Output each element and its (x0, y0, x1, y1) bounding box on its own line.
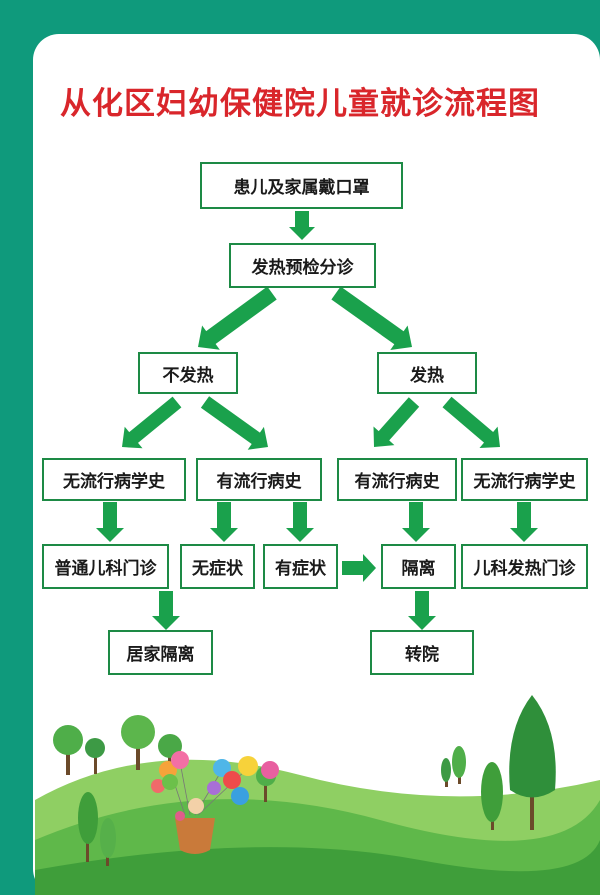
node-isolation: 隔离 (381, 544, 456, 589)
tree-icon (481, 762, 503, 830)
balloon-basket-icon (175, 798, 215, 854)
node-transfer: 转院 (370, 630, 474, 675)
tree-icon (78, 792, 98, 862)
arrow-nofever-nohistory (122, 396, 182, 449)
node-no-symptom: 无症状 (180, 544, 255, 589)
arrow-symptom-isolation (342, 554, 376, 582)
arrow-fhashistory-isolation (402, 502, 430, 542)
node-has-symptom: 有症状 (263, 544, 338, 589)
tree-icon (53, 725, 83, 775)
arrow-hashistory-hassymptom (286, 502, 314, 542)
node-fever-clinic: 儿科发热门诊 (461, 544, 588, 589)
node-nf-no-history: 无流行病学史 (42, 458, 186, 501)
arrow-isolation-transfer (408, 591, 436, 630)
tree-icon (509, 695, 556, 830)
node-f-has-history: 有流行病史 (337, 458, 457, 501)
tree-icon (85, 738, 105, 774)
arrow-hashistory-nosymptom (210, 502, 238, 542)
arrow-mask-triage (289, 211, 315, 240)
tree-icon (121, 715, 155, 770)
node-f-no-history: 无流行病学史 (461, 458, 588, 501)
node-triage: 发热预检分诊 (229, 243, 376, 288)
arrow-fever-nohistory (442, 396, 500, 448)
node-mask: 患儿及家属戴口罩 (200, 162, 403, 209)
arrow-triage-nofever (198, 286, 277, 350)
tree-icon (441, 758, 451, 787)
arrow-fnohistory-feverclinic (510, 502, 538, 542)
node-no-fever: 不发热 (138, 352, 238, 394)
tree-icon (452, 746, 466, 784)
node-fever: 发热 (377, 352, 477, 394)
arrow-triage-fever (331, 286, 412, 350)
arrow-nohistory-general (96, 502, 124, 542)
arrow-nofever-hashistory (200, 396, 268, 450)
front-hill (35, 840, 600, 895)
arrow-general-homeisolation (152, 591, 180, 630)
arrow-fever-hashistory (373, 397, 420, 447)
tree-icon (100, 818, 116, 866)
page-title: 从化区妇幼保健院儿童就诊流程图 (60, 86, 540, 122)
balloons-icon (151, 751, 279, 816)
node-home-isolation: 居家隔离 (108, 630, 213, 675)
node-nf-has-history: 有流行病史 (196, 458, 322, 501)
node-general-clinic: 普通儿科门诊 (42, 544, 169, 589)
